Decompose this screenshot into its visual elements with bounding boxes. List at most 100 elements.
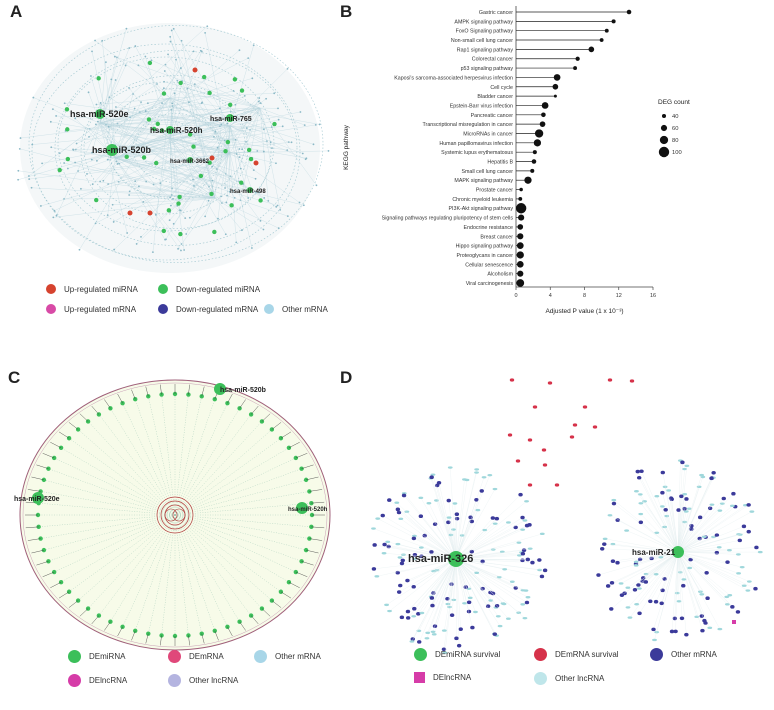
size-legend-label: 80 — [672, 138, 678, 144]
other-mrna-node — [150, 59, 153, 62]
other-lncrna-node — [418, 496, 424, 500]
edge — [413, 558, 457, 587]
other-mrna-node — [224, 233, 227, 236]
edge — [455, 533, 543, 560]
edge — [174, 514, 240, 622]
other-lncrna-node — [653, 573, 659, 576]
hub-mirna-label: hsa-miR-520b — [92, 145, 152, 155]
demrna-survival-node — [542, 463, 548, 467]
edge — [677, 478, 712, 553]
edge — [38, 514, 176, 528]
other-mrna-node — [602, 542, 607, 546]
edge — [677, 517, 701, 553]
edge — [88, 122, 101, 137]
edge — [147, 97, 171, 104]
other-lncrna-node — [522, 519, 528, 522]
other-mrna-node — [468, 515, 473, 520]
other-mrna-node — [411, 584, 416, 589]
edge — [214, 197, 264, 230]
edge — [677, 526, 744, 553]
other-mrna-node — [262, 228, 265, 231]
edge-ring — [83, 81, 249, 215]
edge — [455, 501, 527, 560]
edge — [95, 97, 171, 125]
delncrna-node — [732, 620, 736, 624]
other-mrna-node — [659, 601, 664, 606]
demirna-node — [286, 580, 292, 585]
demirna-node — [108, 619, 113, 624]
edge — [75, 125, 231, 163]
edge — [187, 88, 216, 199]
other-mrna-node — [721, 496, 726, 501]
other-mrna-node — [80, 187, 82, 190]
other-mrna-node — [226, 122, 229, 125]
other-mrna-node — [172, 198, 174, 200]
other-lncrna-marker — [168, 674, 181, 687]
other-mrna-node — [609, 607, 614, 611]
edge — [73, 97, 171, 151]
edge — [50, 582, 62, 588]
y-tick-label: Human papillomavirus infection — [439, 141, 513, 147]
edge — [170, 36, 216, 199]
other-lncrna-node — [602, 537, 608, 541]
demirna-node — [307, 489, 312, 494]
edge — [122, 403, 176, 516]
other-mrna-node — [163, 80, 165, 83]
edge — [399, 558, 457, 593]
edge — [38, 502, 176, 516]
edge — [227, 626, 233, 637]
edge — [677, 551, 720, 630]
edge — [400, 558, 457, 586]
edge — [114, 102, 142, 159]
edge — [609, 515, 679, 553]
other-mrna-node — [154, 213, 157, 216]
legend-d-item-demirna-survival: DEmiRNA survival — [414, 648, 500, 661]
edge — [455, 558, 526, 591]
other-mrna-node — [134, 180, 137, 183]
edge — [174, 514, 310, 539]
edge — [58, 431, 70, 439]
edge — [455, 517, 523, 560]
hub-mirna-label: hsa-miR-520b — [220, 387, 266, 394]
edge — [677, 505, 733, 553]
edge — [662, 472, 679, 553]
edge — [169, 137, 185, 251]
other-mrna-node — [50, 146, 53, 149]
other-lncrna-node — [467, 596, 473, 600]
other-lncrna-node — [425, 631, 431, 635]
edge — [186, 152, 231, 235]
y-tick-label: MicroRNAs in cancer — [463, 131, 513, 137]
other-lncrna-node — [709, 503, 715, 506]
other-mrna-node — [466, 600, 472, 605]
edge — [227, 393, 233, 404]
other-mrna-node — [276, 204, 279, 207]
other-mrna-node — [684, 632, 689, 637]
other-mrna-node — [518, 492, 523, 497]
edge — [140, 152, 231, 238]
other-mrna-node — [235, 153, 238, 155]
other-mrna-node — [214, 130, 217, 133]
edge — [677, 494, 685, 553]
other-mrna-node — [228, 190, 231, 193]
edge — [455, 558, 501, 627]
other-mrna-node — [151, 251, 154, 254]
edge — [677, 551, 728, 605]
other-lncrna-node — [625, 586, 631, 589]
edge — [99, 122, 288, 151]
other-mrna-node — [382, 542, 387, 547]
demirna-node — [186, 633, 191, 638]
edge — [52, 109, 216, 199]
data-point — [516, 279, 525, 287]
edge — [639, 551, 679, 614]
legend-a-label: Up-regulated mRNA — [64, 304, 137, 314]
other-mrna-node — [643, 580, 649, 584]
other-mrna-node — [55, 115, 58, 117]
edge — [174, 396, 202, 516]
y-tick-label: Signaling pathways regulating pluripoten… — [382, 216, 514, 222]
edge — [114, 157, 182, 245]
edge — [129, 137, 171, 192]
other-lncrna-node — [686, 507, 692, 510]
edge — [407, 558, 457, 612]
edge — [169, 137, 226, 235]
